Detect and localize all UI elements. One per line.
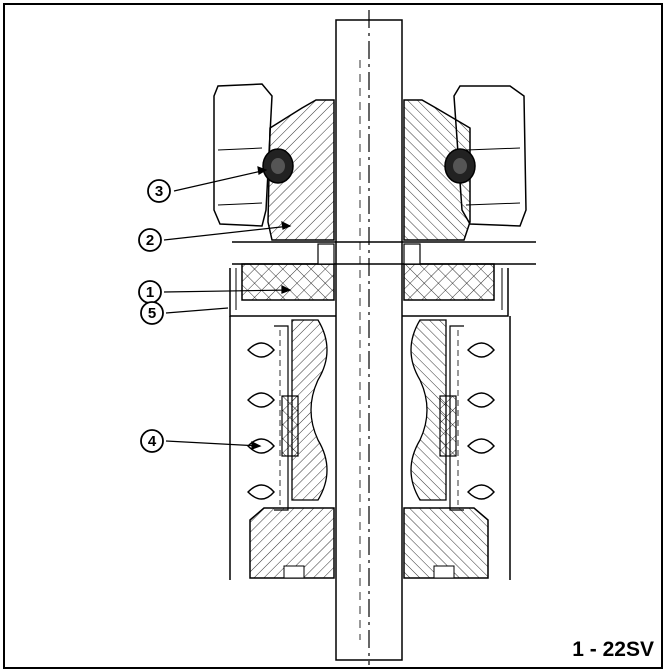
callout-1: 1 [138, 280, 162, 304]
callout-4: 4 [140, 429, 164, 453]
callout-2: 2 [138, 228, 162, 252]
shaft [335, 10, 403, 665]
callout-3: 3 [147, 179, 171, 203]
housing-left [213, 83, 273, 227]
callout-5-label: 5 [148, 305, 156, 322]
callout-3-label: 3 [155, 183, 163, 200]
stationary-seat-left [267, 99, 335, 241]
rotating-face-left [241, 243, 335, 301]
drive-band-left [281, 395, 299, 457]
bellows-left [274, 319, 328, 511]
figure-id-label: 1 - 22SV [572, 638, 654, 661]
spring-left [247, 342, 275, 500]
collar-right [403, 507, 489, 579]
drive-band-right [439, 395, 457, 457]
leader-lines [163, 166, 292, 450]
o-ring-left [262, 148, 294, 184]
callout-4-label: 4 [148, 433, 157, 450]
callout-5: 5 [140, 301, 164, 325]
rotating-face-right [403, 243, 495, 301]
figure-frame [3, 3, 663, 669]
callout-2-label: 2 [146, 232, 154, 249]
retainer-right [402, 268, 509, 317]
collar-left [249, 507, 335, 579]
o-ring-right [444, 148, 476, 184]
callout-1-label: 1 [146, 284, 154, 301]
spring-right [467, 342, 495, 500]
